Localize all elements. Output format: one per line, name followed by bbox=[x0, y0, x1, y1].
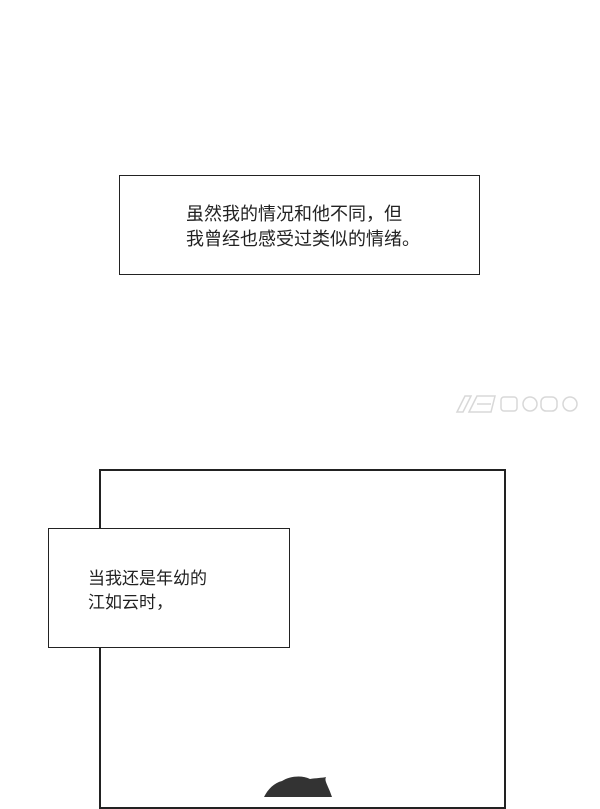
caption-line: 当我还是年幼的 bbox=[88, 569, 207, 589]
caption-line: 我曾经也感受过类似的情绪。 bbox=[186, 229, 420, 250]
caption-line: 江如云时， bbox=[88, 593, 173, 613]
caption-text: 虽然我的情况和他不同，但 我曾经也感受过类似的情绪。 bbox=[186, 202, 420, 252]
caption-box-panel: 当我还是年幼的 江如云时， bbox=[48, 528, 290, 648]
caption-text: 当我还是年幼的 江如云时， bbox=[88, 567, 207, 615]
character-hair-icon bbox=[264, 776, 332, 797]
podo-logo-icon bbox=[455, 395, 578, 413]
caption-box-top: 虽然我的情况和他不同，但 我曾经也感受过类似的情绪。 bbox=[119, 175, 480, 275]
caption-line: 虽然我的情况和他不同，但 bbox=[186, 204, 402, 225]
watermark-logo bbox=[455, 394, 585, 419]
